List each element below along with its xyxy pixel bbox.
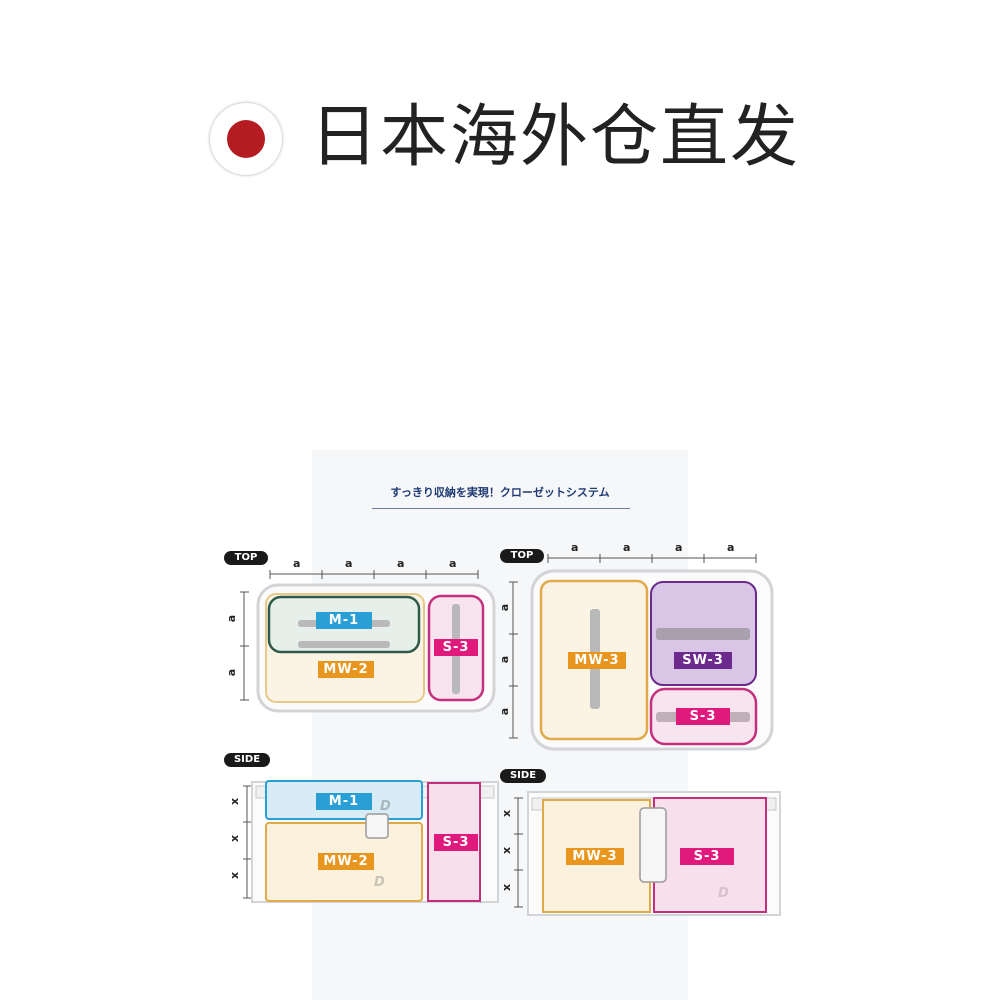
dim-x: x [500,809,514,818]
dim-a: a [225,614,239,623]
side-tag: SIDE [224,753,270,767]
dim-x: x [500,883,514,892]
label-s3: S-3 [680,848,734,865]
dim-a: a [498,707,512,716]
label-s3: S-3 [434,639,478,656]
label-mw2: MW-2 [318,661,374,678]
dim-a: a [498,655,512,664]
dim-x: x [228,871,242,880]
dim-a: a [397,557,405,570]
dim-a: a [571,541,579,554]
dim-a: a [727,541,735,554]
top-tag: TOP [224,551,268,565]
svg-text:D: D [374,875,385,890]
diagram-title: すっきり収納を実現！クローゼットシステム [390,486,610,499]
top-tag: TOP [500,549,544,563]
label-sw3: SW-3 [674,652,732,669]
dim-x: x [500,846,514,855]
svg-text:D: D [380,799,391,814]
dim-a: a [293,557,301,570]
svg-text:D: D [718,886,729,901]
dim-a: a [498,603,512,612]
label-m1: M-1 [316,612,372,629]
label-m1: M-1 [316,793,372,810]
label-mw3: MW-3 [566,848,624,865]
dim-a: a [623,541,631,554]
dim-x: x [228,797,242,806]
label-s3: S-3 [434,834,478,851]
dim-a: a [345,557,353,570]
dim-a: a [675,541,683,554]
dim-a: a [449,557,457,570]
label-s3: S-3 [676,708,730,725]
label-mw3: MW-3 [568,652,626,669]
japan-flag-icon [210,103,282,175]
title-underline [372,508,630,509]
dim-a: a [225,668,239,677]
side-tag: SIDE [500,769,546,783]
banner-title: 日本海外仓直发 [310,98,801,177]
dim-x: x [228,834,242,843]
label-mw2: MW-2 [318,853,374,870]
